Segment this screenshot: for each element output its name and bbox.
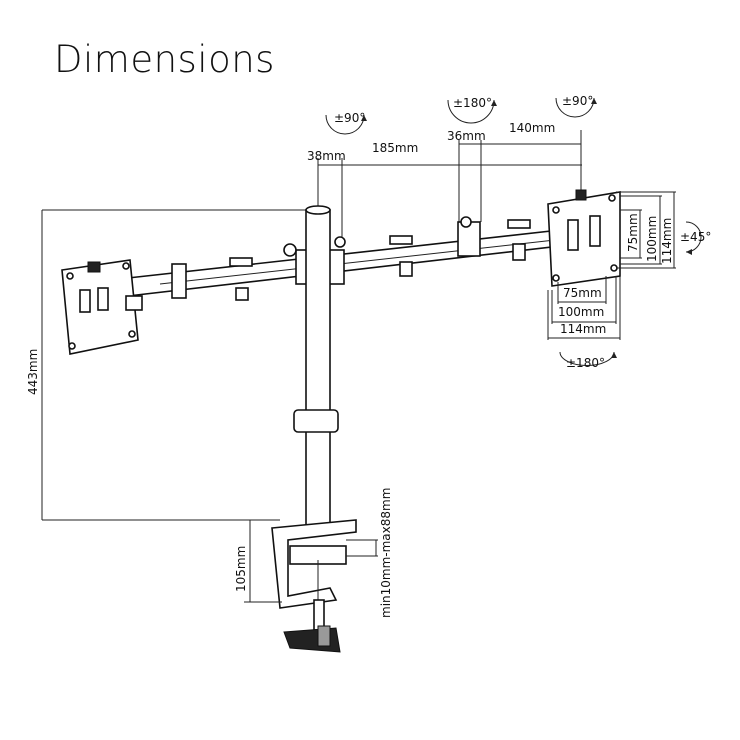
vesa-v114-label: 114mm xyxy=(660,218,674,264)
segment-140-label: 140mm xyxy=(509,121,555,135)
segment-38-label: 38mm xyxy=(307,149,346,163)
clamp-range-label: min10mm-max88mm xyxy=(379,488,393,618)
rotation-indicator-center: ±180° xyxy=(447,96,497,124)
desk-clamp xyxy=(271,519,357,653)
rotation-left-label: ±90° xyxy=(334,111,365,125)
height-label: 443mm xyxy=(26,349,40,395)
vesa-plate-right xyxy=(547,189,621,287)
vertical-pole xyxy=(293,205,339,531)
vesa-h100-label: 100mm xyxy=(558,305,604,319)
clamp-height-label: 105mm xyxy=(234,546,248,592)
vesa-v75-label: 75mm xyxy=(626,213,640,252)
vesa-h114-label: 114mm xyxy=(560,322,606,336)
vesa-v100-label: 100mm xyxy=(645,216,659,262)
rotation-indicator-left: ±90° xyxy=(325,111,367,135)
page-title: Dimensions xyxy=(54,38,275,81)
segment-185-label: 185mm xyxy=(372,141,418,155)
arm-segment-dimensions: 38mm 185mm 36mm 140mm xyxy=(307,121,582,240)
swivel-label: ±180° xyxy=(566,356,605,370)
vesa-h75-label: 75mm xyxy=(563,286,602,300)
horizontal-arm xyxy=(127,216,561,301)
height-dimension: 443mm xyxy=(26,209,312,521)
vesa-plate-left xyxy=(61,259,143,355)
rotation-center-label: ±180° xyxy=(453,96,492,110)
rotation-right-label: ±90° xyxy=(562,94,593,108)
tilt-label: ±45° xyxy=(680,230,711,244)
segment-36-label: 36mm xyxy=(447,129,486,143)
vesa-dimensions: 75mm 100mm 114mm ±45° 75mm 100mm 114mm ±… xyxy=(547,191,711,370)
clamp-dimensions: 105mm min10mm-max88mm xyxy=(234,488,393,618)
rotation-indicator-right: ±90° xyxy=(555,94,597,118)
